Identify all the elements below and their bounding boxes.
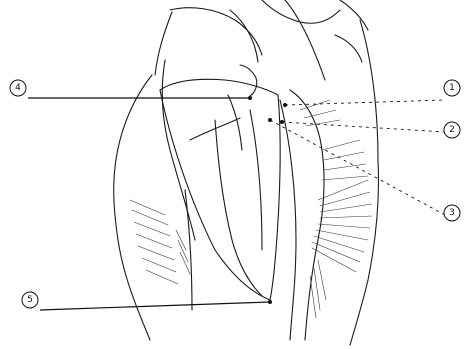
svg-text:2: 2 bbox=[449, 125, 455, 135]
svg-text:4: 4 bbox=[15, 83, 21, 93]
svg-text:3: 3 bbox=[449, 208, 455, 218]
point-3 bbox=[268, 118, 272, 122]
point-2 bbox=[280, 120, 284, 124]
marker-3: 3 bbox=[444, 205, 460, 221]
left-muscle bbox=[114, 60, 195, 340]
svg-text:5: 5 bbox=[27, 295, 33, 305]
central-structure bbox=[160, 65, 280, 300]
point-5 bbox=[268, 300, 272, 304]
point-4 bbox=[248, 96, 252, 100]
right-muscle bbox=[280, 90, 379, 345]
marker-1: 1 bbox=[444, 80, 460, 96]
leader-lines bbox=[28, 98, 445, 310]
marker-5: 5 bbox=[22, 292, 38, 308]
point-1 bbox=[283, 103, 287, 107]
marker-2: 2 bbox=[444, 122, 460, 138]
marker-4: 4 bbox=[10, 80, 26, 96]
svg-text:1: 1 bbox=[449, 83, 455, 93]
